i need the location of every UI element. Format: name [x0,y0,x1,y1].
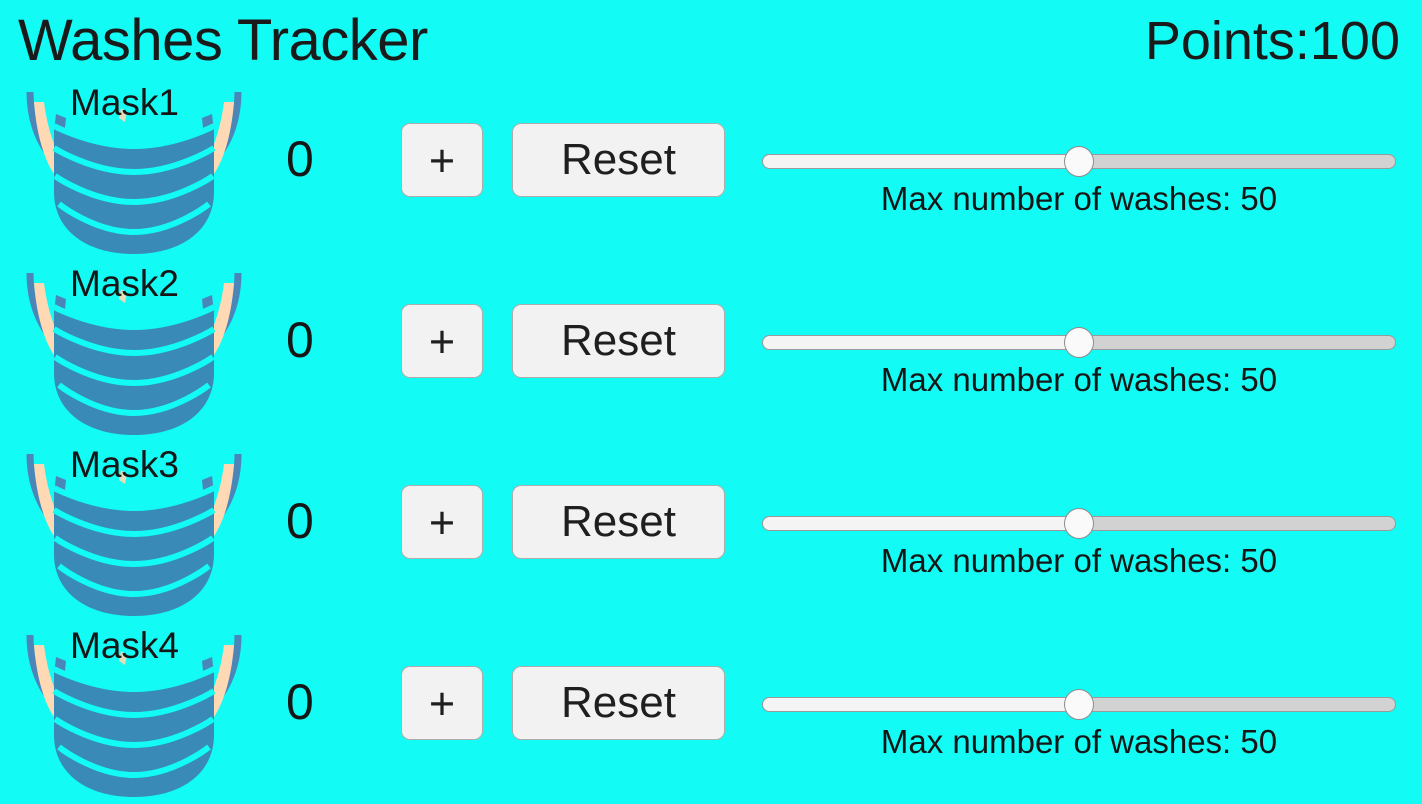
wash-count-value: 0 [286,674,314,730]
max-washes-label: Max number of washes: 50 [880,542,1278,579]
slider-fill [762,697,1084,712]
reset-button[interactable]: Reset [512,304,725,378]
wash-count-value: 0 [286,312,314,368]
face-mask-icon [26,453,242,616]
points-counter: Points:100 [1144,11,1400,71]
face-mask-icon [26,634,242,797]
face-mask-icon [26,272,242,435]
mask-name-label: Mask3 [70,444,179,485]
mask-row: Mask2 0 + Reset Max number of washes: 50 [0,261,1422,442]
mask-icon-cell: Mask1 [14,82,254,260]
mask-name-label: Mask4 [70,625,179,666]
slider-thumb[interactable] [1064,508,1094,539]
max-washes-label: Max number of washes: 50 [880,723,1278,760]
mask-icon-cell: Mask2 [14,263,254,441]
mask-icon-cell: Mask4 [14,625,254,803]
increment-button[interactable]: + [401,666,483,740]
reset-button[interactable]: Reset [512,666,725,740]
app-header: Washes Tracker Points:100 [0,0,1422,80]
page-title: Washes Tracker [18,8,428,73]
max-washes-label: Max number of washes: 50 [880,180,1278,217]
max-washes-slider[interactable] [762,146,1396,177]
increment-button[interactable]: + [401,123,483,197]
increment-button[interactable]: + [401,304,483,378]
slider-fill [762,154,1084,169]
mask-icon-cell: Mask3 [14,444,254,622]
face-mask-icon [26,91,242,254]
max-washes-slider[interactable] [762,689,1396,720]
slider-fill [762,516,1084,531]
max-washes-slider[interactable] [762,508,1396,539]
reset-button[interactable]: Reset [512,123,725,197]
mask-name-label: Mask1 [70,82,179,123]
slider-thumb[interactable] [1064,689,1094,720]
mask-row: Mask3 0 + Reset Max number of washes: 50 [0,442,1422,623]
slider-fill [762,335,1084,350]
increment-button[interactable]: + [401,485,483,559]
mask-row: Mask1 0 + Reset Max number of washes: 50 [0,80,1422,261]
wash-count-value: 0 [286,131,314,187]
mask-row: Mask4 0 + Reset Max number of washes: 50 [0,623,1422,804]
mask-name-label: Mask2 [70,263,179,304]
slider-thumb[interactable] [1064,146,1094,177]
wash-count-value: 0 [286,493,314,549]
slider-thumb[interactable] [1064,327,1094,358]
reset-button[interactable]: Reset [512,485,725,559]
max-washes-label: Max number of washes: 50 [880,361,1278,398]
max-washes-slider[interactable] [762,327,1396,358]
